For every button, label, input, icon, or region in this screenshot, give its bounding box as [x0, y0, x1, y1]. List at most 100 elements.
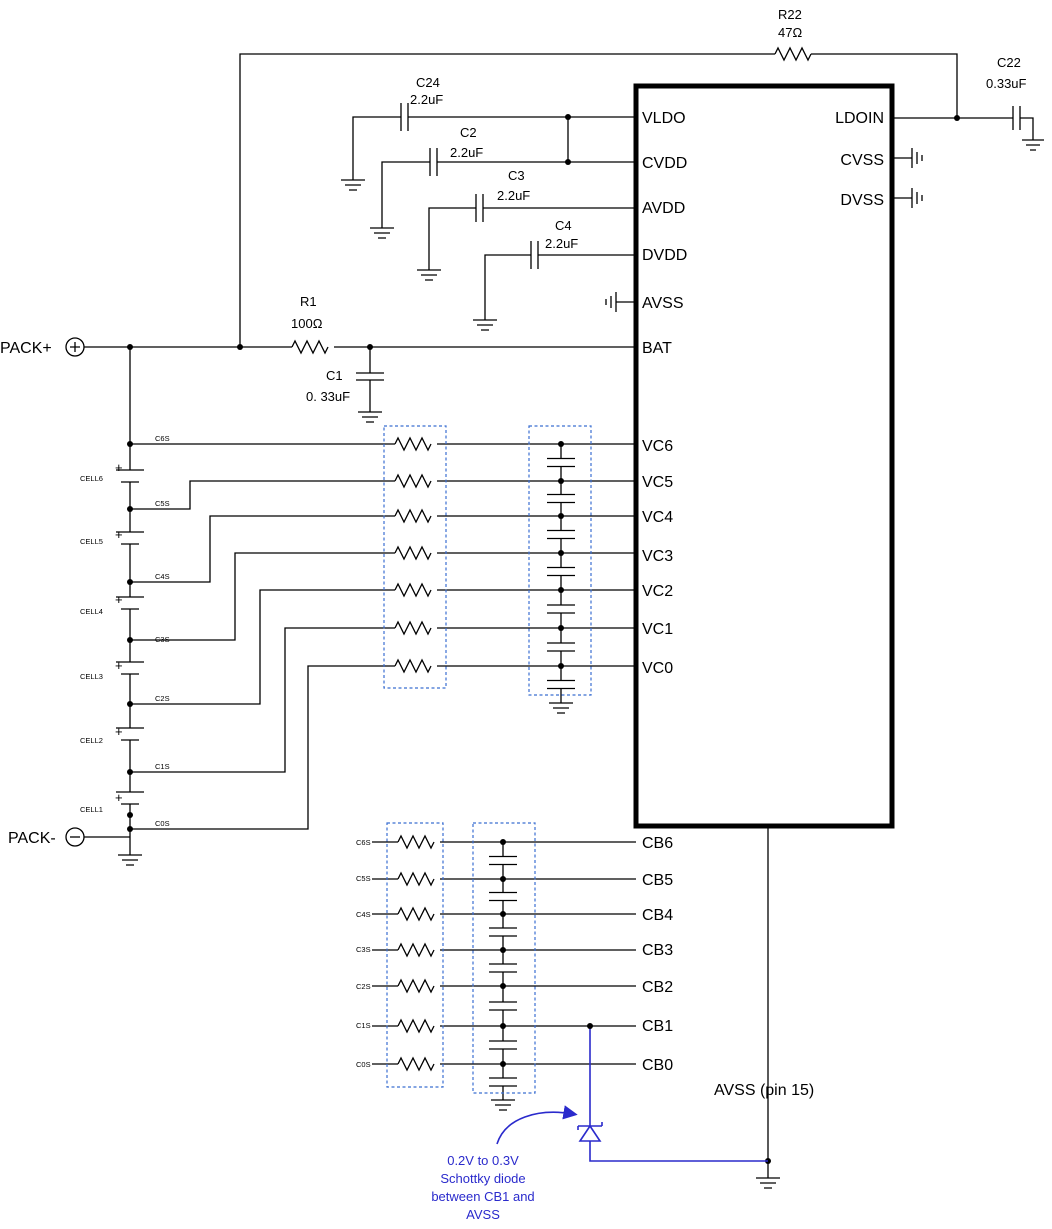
- cb-resistor-group-box: [386, 822, 444, 1088]
- c3-capacitor-symbol: [475, 194, 484, 222]
- ic-avss-pin15-label: AVSS (pin 15): [714, 1082, 814, 1099]
- svg-text:+: +: [115, 658, 123, 673]
- cb-filter-cap-4: [489, 986, 517, 1026]
- r1-name: R1: [300, 294, 317, 309]
- pin-cb4: CB4: [642, 907, 673, 924]
- r1-value: 100Ω: [291, 316, 323, 331]
- net-c5s: C5S: [155, 499, 170, 508]
- dvss-ground-icon: [911, 188, 923, 208]
- cb-filter-ground-icon: [491, 1099, 515, 1111]
- cb-filter-cap-0: [489, 842, 517, 879]
- pin-vc6: VC6: [642, 438, 673, 455]
- svg-text:CELL6: CELL6: [80, 474, 103, 483]
- note-line1: 0.2V to 0.3V: [447, 1153, 519, 1168]
- cb-filter-resistor-3: [397, 942, 435, 958]
- cell1: + CELL1: [80, 790, 144, 855]
- svg-text:C0S: C0S: [356, 1060, 371, 1069]
- pin-vc0: VC0: [642, 660, 673, 677]
- c4-name: C4: [555, 218, 572, 233]
- pin-cb6: CB6: [642, 835, 673, 852]
- pin-dvss: DVSS: [840, 192, 884, 209]
- svg-text:+: +: [115, 460, 123, 475]
- svg-text:+: +: [115, 724, 123, 739]
- pin-vc1: VC1: [642, 621, 673, 638]
- schottky-diode-icon: [578, 1124, 602, 1142]
- supply-decoupling-caps: C24 2.2uF C2 2.2uF C3 2.2uF C4 2.2uF: [341, 75, 636, 331]
- cb-filter-resistor-0: [397, 834, 435, 850]
- svg-text:+: +: [115, 790, 123, 805]
- pin-cb2: CB2: [642, 979, 673, 996]
- net-c1s: C1S: [155, 762, 170, 771]
- svg-text:C1S: C1S: [356, 1021, 371, 1030]
- vc-filter-cap-1: [547, 481, 575, 516]
- avss-ground-icon: [605, 292, 617, 312]
- c4-value: 2.2uF: [545, 236, 578, 251]
- svg-text:C5S: C5S: [356, 874, 371, 883]
- net-c4s: C4S: [155, 572, 170, 581]
- cb-filter-cap-3: [489, 950, 517, 986]
- avss-pin15-ground: [756, 826, 780, 1189]
- net-c3s: C3S: [155, 635, 170, 644]
- vc-filter-resistor-5: [394, 620, 432, 636]
- pin-avdd: AVDD: [642, 200, 685, 217]
- svg-text:+: +: [115, 592, 123, 607]
- c1-capacitor-symbol: [356, 372, 384, 381]
- c1-value: 0. 33uF: [306, 389, 350, 404]
- c22-value: 0.33uF: [986, 76, 1027, 91]
- pin-cvdd: CVDD: [642, 155, 687, 172]
- vc-filter-network: [394, 436, 636, 714]
- pack-plus-bat-path: PACK+ R1 100Ω C1 0. 33uF: [0, 294, 636, 423]
- sense-traces: C6S C5S C4S C3S C2S C1S C0S: [130, 434, 395, 830]
- cell4: + CELL4: [80, 592, 144, 662]
- c1-name: C1: [326, 368, 343, 383]
- annotation-arrow: [496, 1105, 578, 1145]
- cvss-dvss-grounds: [892, 148, 923, 208]
- pack-plus-label: PACK+: [0, 340, 52, 357]
- svg-text:+: +: [115, 527, 123, 542]
- note-line2: Schottky diode: [440, 1171, 525, 1186]
- cb-filter-resistor-6: [397, 1056, 435, 1072]
- cb-filter-resistor-5: [397, 1018, 435, 1034]
- c3-value: 2.2uF: [497, 188, 530, 203]
- pack-minus-ground-icon: [118, 854, 142, 866]
- vc-filter-resistor-4: [394, 582, 432, 598]
- avss-pin15-ground-icon: [756, 1177, 780, 1189]
- cb-filter-resistor-1: [397, 871, 435, 887]
- svg-text:CELL1: CELL1: [80, 805, 103, 814]
- ic-body: [633, 83, 895, 829]
- svg-text:CELL5: CELL5: [80, 537, 103, 546]
- c22-ground-icon: [1022, 139, 1044, 151]
- pin-vldo: VLDO: [642, 110, 686, 127]
- ic-left-pin-labels: VLDO CVDD AVDD DVDD AVSS BAT VC6 VC5 VC4…: [642, 110, 687, 1074]
- c24-value: 2.2uF: [410, 92, 443, 107]
- pin-vc3: VC3: [642, 548, 673, 565]
- pin-vc5: VC5: [642, 474, 673, 491]
- svg-text:CELL2: CELL2: [80, 736, 103, 745]
- cb-filter-cap-2: [489, 914, 517, 950]
- cell2: + CELL2: [80, 724, 144, 792]
- pin-cb5: CB5: [642, 872, 673, 889]
- net-c0s: C0S: [155, 819, 170, 828]
- cell-stack: + CELL6 + CELL5 + CELL4 + CELL3 +: [8, 347, 144, 866]
- cb-filter-network: [372, 834, 636, 1111]
- cb-filter-cap-6: [489, 1064, 517, 1100]
- vc-resistor-group-box: [383, 425, 447, 689]
- vc-filter-cap-0: [547, 444, 575, 481]
- vc-filter-resistor-3: [394, 545, 432, 561]
- cell5: + CELL5: [80, 527, 144, 597]
- vc-filter-cap-6: [547, 666, 575, 703]
- c2-value: 2.2uF: [450, 145, 483, 160]
- cell6: + CELL6: [80, 460, 144, 532]
- svg-text:C4S: C4S: [356, 910, 371, 919]
- svg-text:C3S: C3S: [356, 945, 371, 954]
- svg-text:CELL3: CELL3: [80, 672, 103, 681]
- note-line4: AVSS: [466, 1207, 500, 1222]
- pack-minus-label: PACK-: [8, 830, 56, 847]
- pin-cb3: CB3: [642, 942, 673, 959]
- pin-vc2: VC2: [642, 583, 673, 600]
- c24-name: C24: [416, 75, 440, 90]
- c1-ground-icon: [358, 411, 382, 423]
- vc-filter-cap-5: [547, 628, 575, 666]
- svg-text:C6S: C6S: [356, 838, 371, 847]
